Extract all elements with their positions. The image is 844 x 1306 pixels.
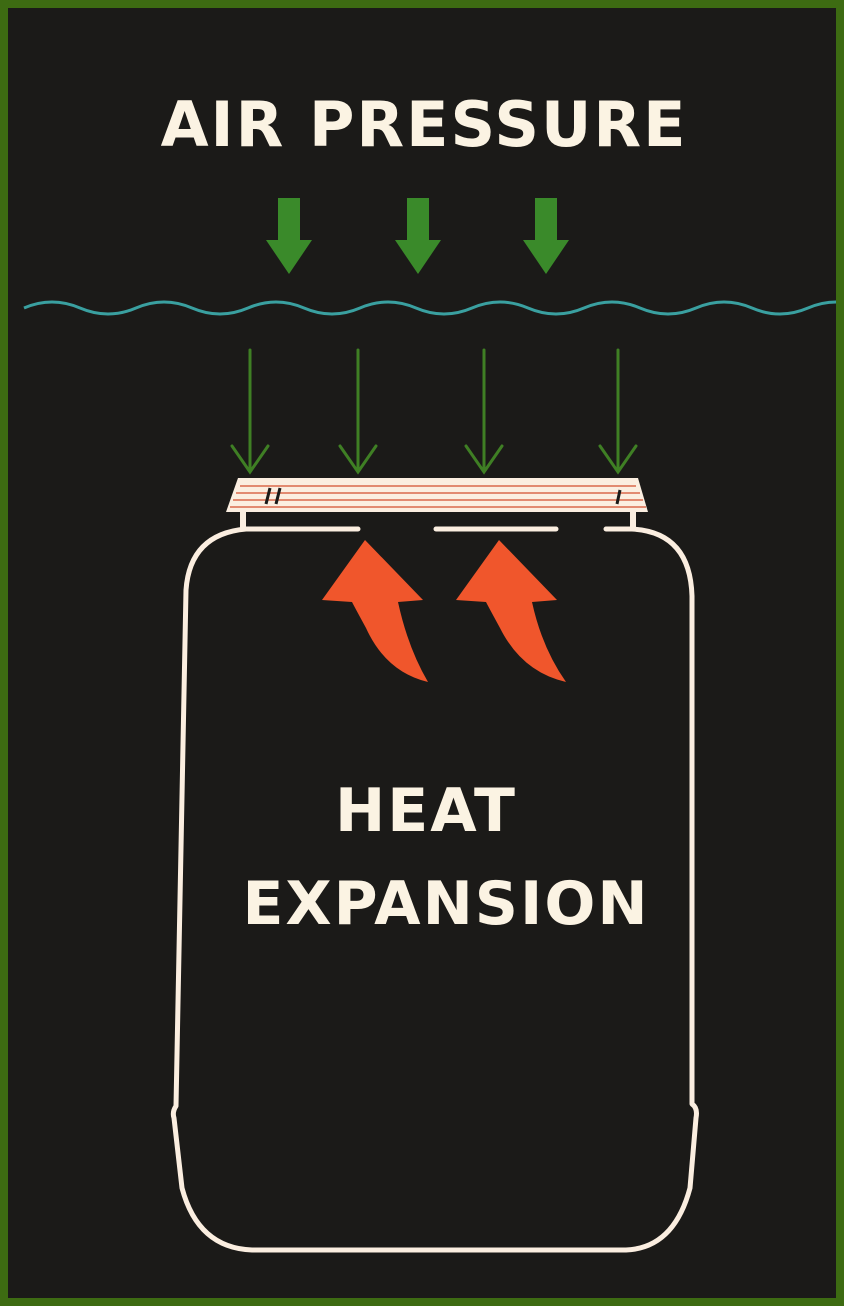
water-surface-line: [24, 302, 844, 314]
jar-lid: [226, 478, 648, 528]
heat-arrow-1: [322, 540, 428, 682]
heat-arrow-2: [456, 540, 566, 682]
air-arrow-1: [266, 198, 312, 274]
heat-label: HEAT: [335, 776, 517, 846]
thin-arrow-1: [232, 350, 268, 472]
thin-arrow-2: [340, 350, 376, 472]
air-pressure-label: AIR PRESSURE: [161, 88, 688, 161]
heat-expansion-diagram: AIR PRESSURE: [8, 8, 844, 1306]
thin-arrow-3: [466, 350, 502, 472]
air-arrow-2: [395, 198, 441, 274]
heat-arrows: [322, 540, 566, 682]
expansion-label: EXPANSION: [242, 869, 649, 939]
air-arrow-3: [523, 198, 569, 274]
thin-arrow-4: [600, 350, 636, 472]
lid-pressure-arrows: [232, 350, 636, 472]
air-pressure-arrows: [266, 198, 569, 274]
